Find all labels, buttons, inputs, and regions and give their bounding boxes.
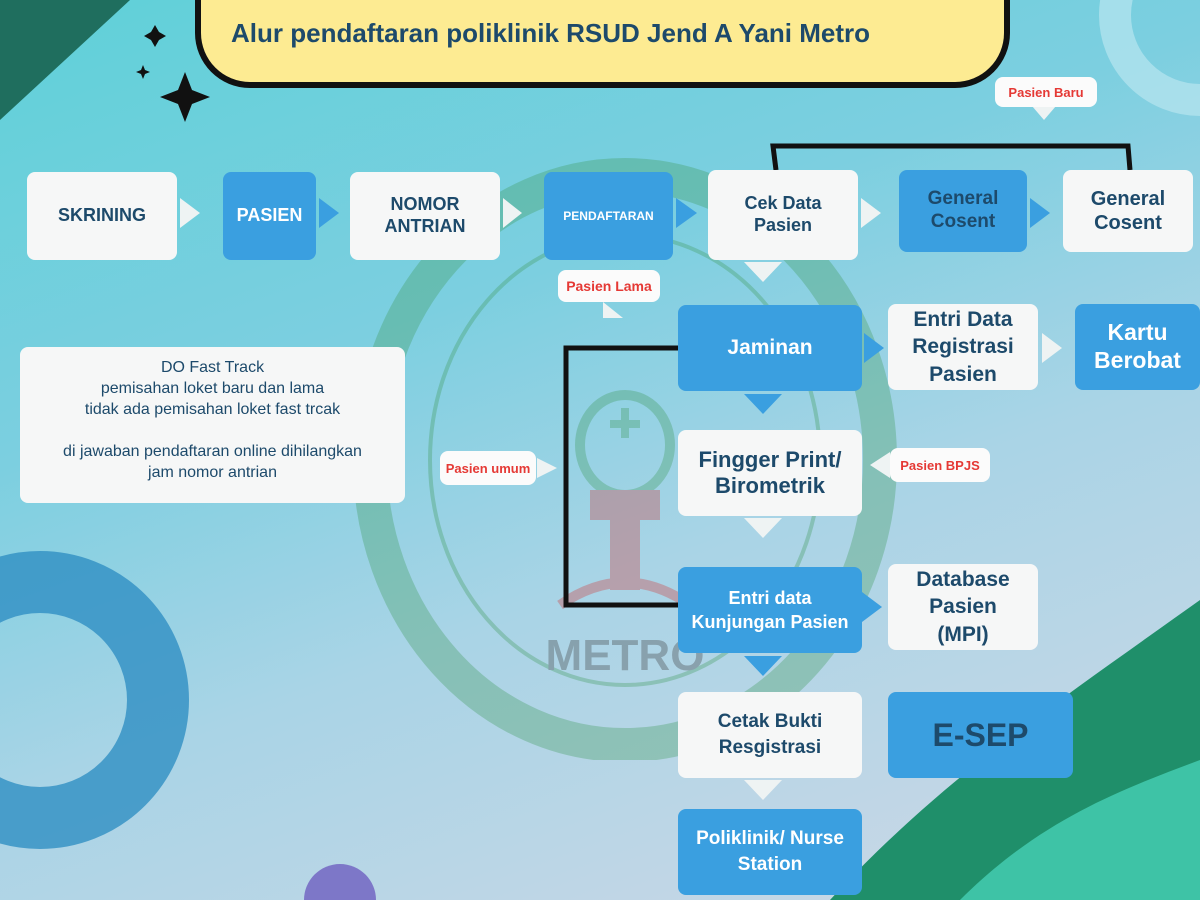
- database-pasien-box: Database Pasien (MPI): [888, 564, 1038, 650]
- e-sep-box: E-SEP: [888, 692, 1073, 778]
- note-line-4: [20, 420, 405, 441]
- bottom-right-light-wave-shape: [960, 760, 1200, 900]
- poliklinik-box: Poliklinik/ Nurse Station: [678, 809, 862, 895]
- pasien-baru-label: Pasien Baru: [995, 77, 1097, 107]
- nomor-antrian-box: NOMOR ANTRIAN: [350, 172, 500, 260]
- top-right-ring-shape: [1099, 0, 1200, 116]
- entri-data-registrasi-box: Entri Data Registrasi Pasien: [888, 304, 1038, 390]
- pasien-bpjs-label: Pasien BPJS: [890, 448, 990, 482]
- blue-arrow-icons: [319, 198, 1050, 676]
- pasien-umum-label: Pasien umum: [440, 451, 536, 485]
- note-line-5: di jawaban pendaftaran online dihilangka…: [63, 443, 362, 460]
- pasien-lama-label: Pasien Lama: [558, 270, 660, 302]
- skrining-box: SKRINING: [27, 172, 177, 260]
- pendaftaran-box: PENDAFTARAN: [544, 172, 673, 260]
- fast-track-note: DO Fast Track pemisahan loket baru dan l…: [20, 347, 405, 503]
- bottom-circle-shape: [304, 864, 376, 900]
- note-line-6: jam nomor antrian: [148, 464, 277, 481]
- kartu-berobat-box: Kartu Berobat: [1075, 304, 1200, 390]
- page-title: Alur pendaftaran poliklinik RSUD Jend A …: [231, 18, 871, 48]
- general-cosent-white-box: General Cosent: [1063, 170, 1193, 252]
- entri-kunjungan-box: Entri data Kunjungan Pasien: [678, 567, 862, 653]
- left-ring-shape: [0, 551, 189, 849]
- note-line-2: pemisahan loket baru dan lama: [100, 380, 325, 397]
- note-line-3: tidak ada pemisahan loket fast trcak: [84, 401, 341, 418]
- watermark-text: METRO: [546, 631, 705, 680]
- title-banner: Alur pendaftaran poliklinik RSUD Jend A …: [195, 0, 1010, 88]
- jaminan-box: Jaminan: [678, 305, 862, 391]
- general-cosent-blue-box: General Cosent: [899, 170, 1027, 252]
- finger-print-box: Fingger Print/ Birometrik: [678, 430, 862, 516]
- sparkle-icon: [136, 25, 210, 122]
- cetak-bukti-box: Cetak Bukti Resgistrasi: [678, 692, 862, 778]
- pasien-umum-bracket: [563, 345, 678, 608]
- white-arrow-icons: [180, 106, 1062, 800]
- pasien-box: PASIEN: [223, 172, 316, 260]
- pasien-baru-bracket: [770, 143, 1133, 171]
- cek-data-pasien-box: Cek Data Pasien: [708, 170, 858, 260]
- top-left-corner-shape: [0, 0, 130, 120]
- note-line-1: DO Fast Track: [160, 359, 265, 376]
